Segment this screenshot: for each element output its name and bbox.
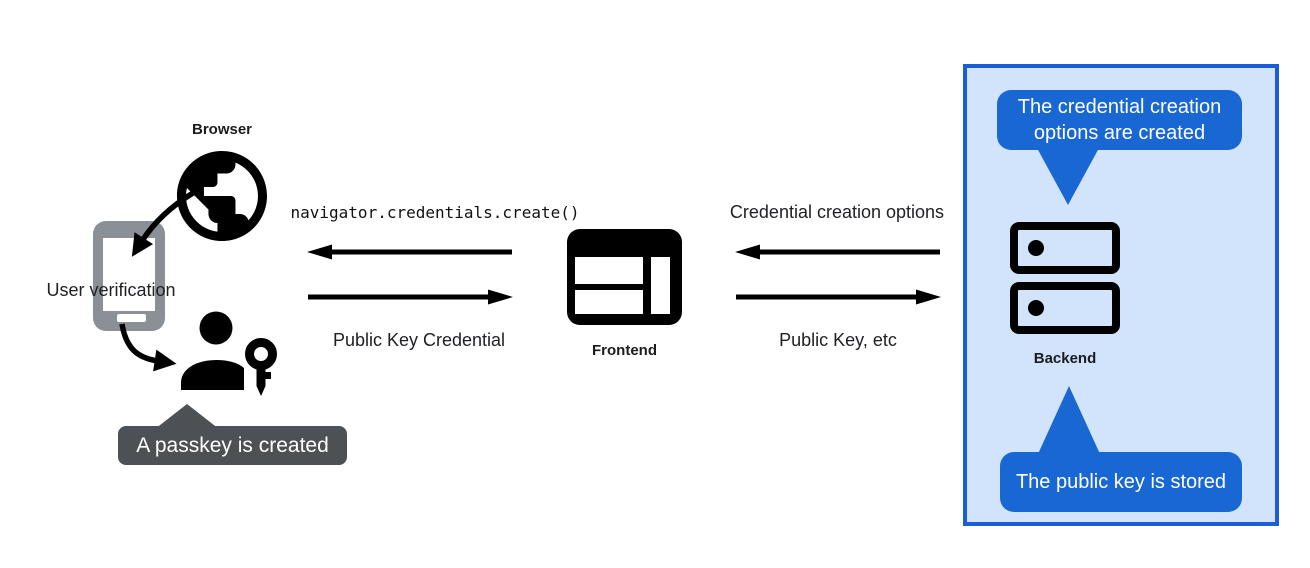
passkey-tooltip: A passkey is created (118, 426, 347, 465)
callout-credential-options-created: The credential creation options are crea… (997, 90, 1242, 150)
arrow-backend-to-frontend-icon (735, 244, 940, 260)
navigator-credentials-create-label: navigator.credentials.create() (290, 203, 580, 222)
frontend-label: Frontend (592, 342, 657, 359)
credential-creation-options-label: Credential creation options (729, 202, 945, 222)
public-key-credential-label: Public Key Credential (332, 330, 506, 350)
globe-icon (168, 142, 276, 250)
phone-icon (93, 221, 165, 331)
passkey-tooltip-pointer (155, 404, 219, 429)
backend-server-icon (1010, 222, 1120, 334)
arrow-frontend-to-backend-icon (736, 289, 941, 305)
callout-bottom-pointer (1038, 386, 1100, 454)
public-key-etc-label: Public Key, etc (779, 330, 897, 350)
browser-label: Browser (191, 121, 253, 138)
callout-top-pointer (1037, 148, 1099, 205)
arrow-frontend-to-browser-icon (307, 244, 512, 260)
callout-public-key-stored: The public key is stored (1000, 452, 1242, 512)
backend-label: Backend (1033, 350, 1097, 367)
arrow-browser-to-frontend-icon (308, 289, 513, 305)
backend-panel: The credential creation options are crea… (963, 64, 1279, 526)
user-verification-label: User verification (46, 280, 176, 300)
frontend-icon (567, 229, 682, 325)
passkey-person-icon (178, 311, 280, 397)
